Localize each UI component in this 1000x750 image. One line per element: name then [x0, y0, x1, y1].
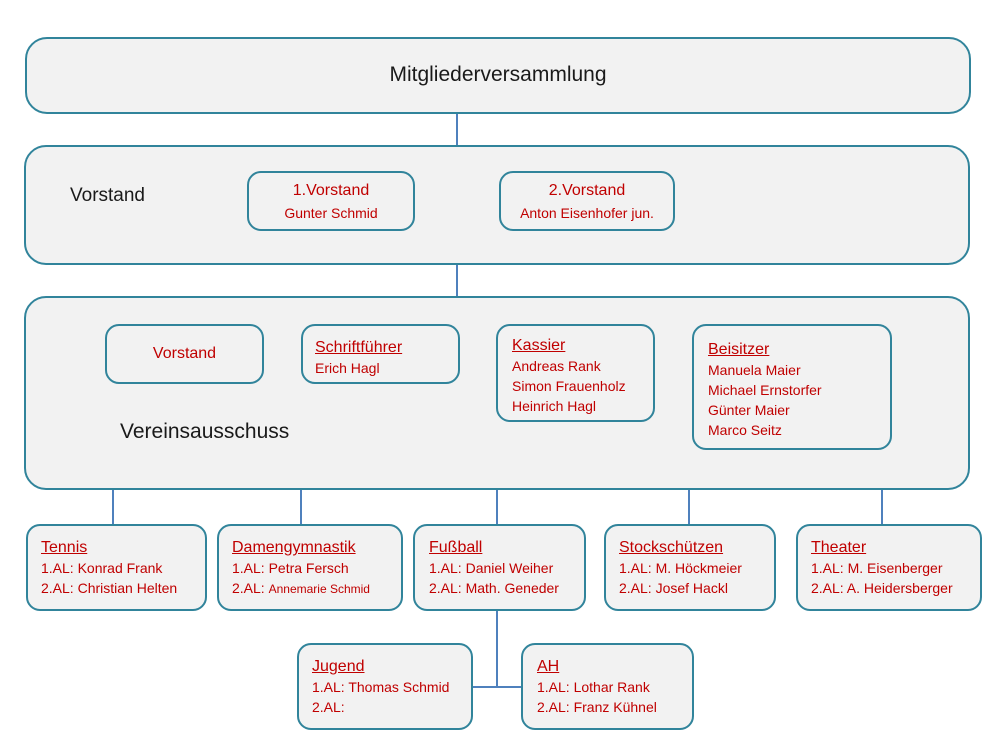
- department-al1: 1.AL: M. Höckmeier: [619, 560, 742, 576]
- first-chair-name: Gunter Schmid: [284, 205, 378, 221]
- board-label: Vorstand: [70, 185, 145, 206]
- first-chair-title: 1.Vorstand: [292, 182, 370, 199]
- subdepartment-jugend-box: Jugend 1.AL: Thomas Schmid 2.AL:: [297, 643, 473, 730]
- department-title: Stockschützen: [619, 539, 724, 556]
- department-al2: 2.AL: A. Heidersberger: [811, 580, 953, 596]
- treasurer-title: Kassier: [512, 337, 566, 354]
- committee-label: Vereinsausschuss: [120, 420, 290, 443]
- connector-fussball-sub: [496, 610, 498, 687]
- second-chair-box: 2.Vorstand Anton Eisenhofer jun.: [499, 171, 675, 231]
- department-al2: 2.AL: Christian Helten: [41, 580, 178, 596]
- connector-committee-stockschuetzen: [688, 489, 690, 525]
- treasurer-member: Simon Frauenholz: [512, 378, 626, 394]
- second-chair-name: Anton Eisenhofer jun.: [520, 205, 654, 221]
- department-damengymnastik-box: Damengymnastik 1.AL: Petra Fersch 2.AL: …: [217, 524, 403, 611]
- assembly-box: Mitgliederversammlung: [25, 37, 971, 114]
- assessors-member: Günter Maier: [708, 402, 790, 418]
- department-al1: 1.AL: M. Eisenberger: [811, 560, 943, 576]
- department-title: Damengymnastik: [232, 539, 356, 556]
- department-title: Theater: [811, 539, 867, 556]
- treasurer-member: Andreas Rank: [512, 358, 601, 374]
- connector-assembly-board: [456, 113, 458, 146]
- department-al2-prefix: 2.AL:: [232, 580, 269, 596]
- connector-committee-fussball: [496, 489, 498, 525]
- department-al1: 1.AL: Konrad Frank: [41, 560, 163, 576]
- first-chair-box: 1.Vorstand Gunter Schmid: [247, 171, 415, 231]
- board-box: Vorstand: [24, 145, 970, 265]
- connector-jugend-ah: [472, 686, 522, 688]
- secretary-member: Erich Hagl: [315, 360, 380, 376]
- assessors-member: Michael Ernstorfer: [708, 382, 822, 398]
- department-title: Tennis: [41, 539, 88, 556]
- connector-committee-damengymnastik: [300, 489, 302, 525]
- department-fussball-box: Fußball 1.AL: Daniel Weiher 2.AL: Math. …: [413, 524, 586, 611]
- connector-committee-tennis: [112, 489, 114, 525]
- assembly-label: Mitgliederversammlung: [389, 63, 607, 86]
- subdepartment-al2: 2.AL: Franz Kühnel: [537, 699, 657, 715]
- department-al2-name: Annemarie Schmid: [268, 582, 370, 596]
- department-tennis-box: Tennis 1.AL: Konrad Frank 2.AL: Christia…: [26, 524, 207, 611]
- subdepartment-al2: 2.AL:: [312, 699, 345, 715]
- subdepartment-title: Jugend: [312, 658, 365, 675]
- assessors-box: Beisitzer Manuela Maier Michael Ernstorf…: [692, 324, 892, 450]
- assessors-title: Beisitzer: [708, 341, 770, 358]
- department-stockschuetzen-box: Stockschützen 1.AL: M. Höckmeier 2.AL: J…: [604, 524, 776, 611]
- subdepartment-ah-box: AH 1.AL: Lothar Rank 2.AL: Franz Kühnel: [521, 643, 694, 730]
- subdepartment-al1: 1.AL: Thomas Schmid: [312, 679, 450, 695]
- department-al2: 2.AL: Annemarie Schmid: [232, 578, 370, 599]
- department-al1: 1.AL: Petra Fersch: [232, 560, 349, 576]
- second-chair-title: 2.Vorstand: [548, 182, 626, 199]
- committee-vorstand-box: Vorstand: [105, 324, 264, 384]
- connector-board-committee: [456, 264, 458, 297]
- assessors-member: Manuela Maier: [708, 362, 801, 378]
- connector-committee-theater: [881, 489, 883, 525]
- treasurer-box: Kassier Andreas Rank Simon Frauenholz He…: [496, 324, 655, 422]
- department-al1: 1.AL: Daniel Weiher: [429, 560, 554, 576]
- department-al2: 2.AL: Math. Geneder: [429, 580, 559, 596]
- subdepartment-al1: 1.AL: Lothar Rank: [537, 679, 650, 695]
- subdepartment-title: AH: [537, 658, 560, 675]
- department-title: Fußball: [429, 539, 483, 556]
- committee-vorstand-title: Vorstand: [152, 345, 217, 362]
- secretary-box: Schriftführer Erich Hagl: [301, 324, 460, 384]
- department-al2: 2.AL: Josef Hackl: [619, 580, 728, 596]
- secretary-title: Schriftführer: [315, 339, 403, 356]
- treasurer-member: Heinrich Hagl: [512, 398, 597, 414]
- assessors-member: Marco Seitz: [708, 422, 782, 438]
- department-theater-box: Theater 1.AL: M. Eisenberger 2.AL: A. He…: [796, 524, 982, 611]
